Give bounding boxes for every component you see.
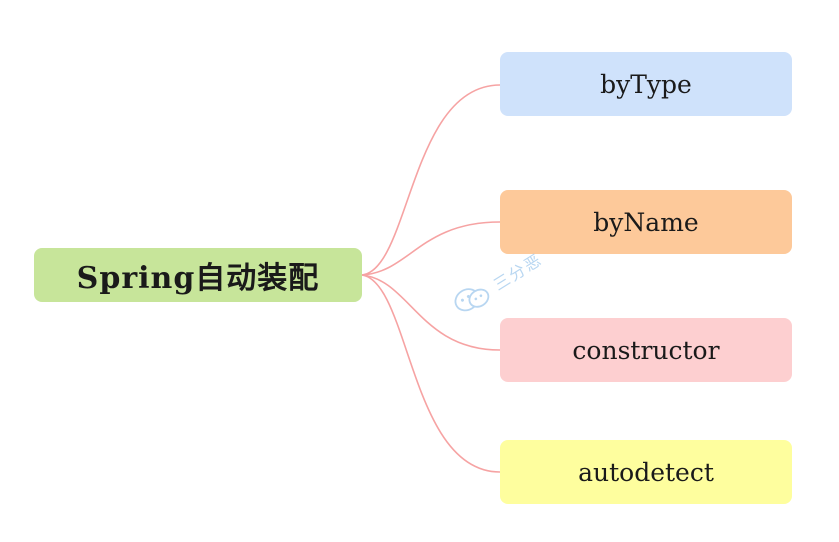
connector-autodetect xyxy=(361,274,501,473)
child-node-bytype: byType xyxy=(500,52,792,116)
connector-byname xyxy=(361,221,501,276)
child-node-byname: byName xyxy=(500,190,792,254)
connector-bytype xyxy=(361,84,501,276)
wechat-icon xyxy=(454,288,490,312)
connector-constructor xyxy=(361,274,501,351)
child-node-constructor: constructor xyxy=(500,318,792,382)
watermark: 三分恶 xyxy=(434,212,578,343)
watermark-text: 三分恶 xyxy=(490,249,546,295)
root-node-spring-autowiring: Spring自动装配 xyxy=(34,248,362,302)
child-node-autodetect: autodetect xyxy=(500,440,792,504)
